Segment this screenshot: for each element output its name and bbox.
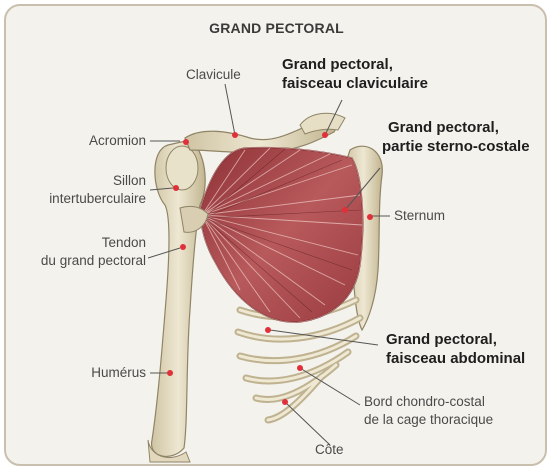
clavicular-head-pointer-dot [322, 132, 328, 138]
label-pectoral-abdominal-line1: Grand pectoral, [386, 330, 497, 349]
sternum-pointer-dot [367, 214, 373, 220]
label-bord-line2: de la cage thoracique [364, 411, 493, 429]
label-pectoral-claviculaire-line1: Grand pectoral, [282, 55, 393, 74]
label-tendon-line2: du grand pectoral [10, 252, 146, 270]
label-pectoral-sterno-line1: Grand pectoral, [388, 118, 499, 137]
label-sillon-line1: Sillon [20, 172, 146, 190]
clavicle-pointer-dot [232, 132, 238, 138]
diagram-title: GRAND PECTORAL [0, 20, 553, 36]
label-tendon-line1: Tendon [20, 234, 146, 252]
label-pectoral-claviculaire-line2: faisceau claviculaire [282, 74, 428, 93]
acromion-pointer-dot [183, 139, 189, 145]
label-bord-line1: Bord chondro-costal [364, 393, 485, 411]
bord-pointer-dot [297, 365, 303, 371]
label-humerus: Humérus [50, 364, 146, 382]
label-acromion: Acromion [50, 132, 146, 150]
label-clavicule: Clavicule [186, 66, 241, 84]
label-pectoral-sterno-line2: partie sterno-costale [382, 137, 530, 156]
label-cote: Côte [315, 441, 344, 459]
label-pectoral-abdominal-line2: faisceau abdominal [386, 349, 525, 368]
cote-pointer-dot [282, 399, 288, 405]
pectoral-muscle [180, 147, 363, 322]
clavicle-bone [185, 113, 345, 152]
abdominal-pointer-dot [265, 327, 271, 333]
sillon-pointer-dot [173, 185, 179, 191]
label-sternum: Sternum [394, 207, 445, 225]
sternocostal-pointer-dot [342, 207, 348, 213]
humerus-pointer-dot [167, 370, 173, 376]
label-sillon-line2: intertuberculaire [20, 190, 146, 208]
tendon-pointer-dot [180, 244, 186, 250]
